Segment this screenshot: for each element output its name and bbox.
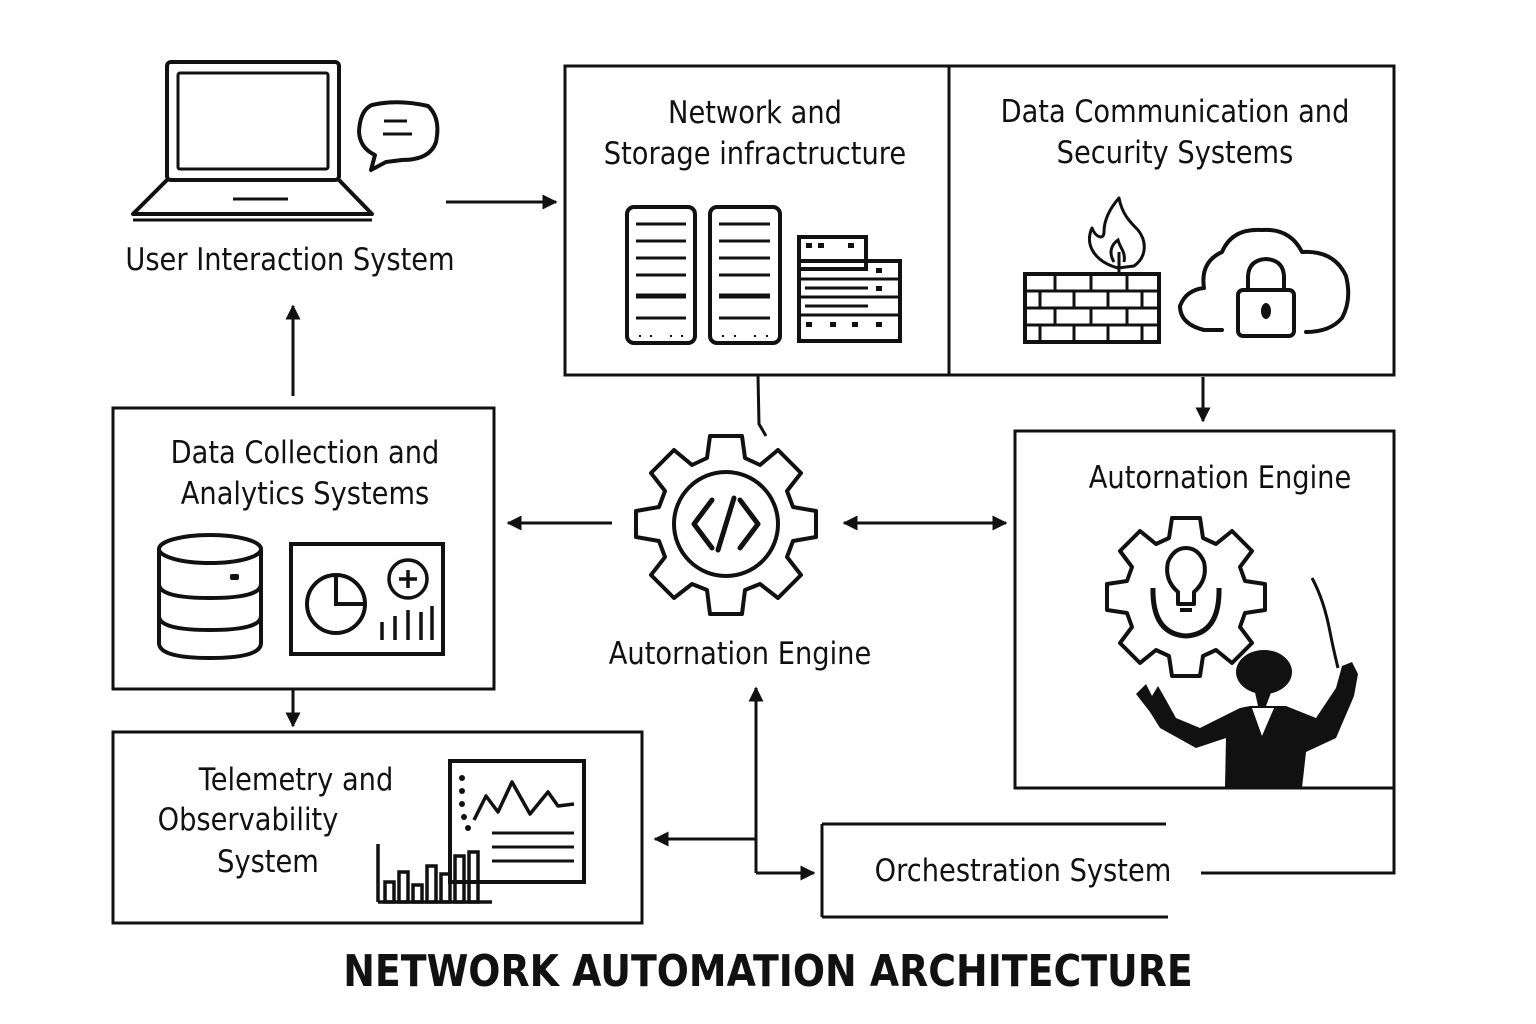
data-comm-security-label: Data Communication and Security Systems: [977, 92, 1373, 174]
server-tower-icon: [625, 205, 697, 345]
data-collection-label: Data Collection and Analytics Systems: [129, 433, 481, 515]
automation-engine-right-title: Autornation Engine: [1088, 460, 1352, 496]
network-storage-line2: Storage infractructure: [603, 136, 907, 172]
bar-chart-icon: [376, 844, 492, 904]
orchestration-title: Orchestration System: [874, 853, 1172, 889]
data-comm-security-box: [947, 64, 1396, 377]
data-collection-box: [111, 406, 496, 691]
automation-engine-right-box: [1013, 429, 1396, 790]
telemetry-box: [111, 730, 644, 925]
conductor-icon: [1136, 577, 1358, 788]
data-collection-line2: Analytics Systems: [180, 476, 430, 512]
automation-engine-center-label: Autornation Engine: [582, 634, 899, 675]
data-comm-security-line1: Data Communication and: [1000, 94, 1350, 130]
user-interaction-label: User Interaction System: [105, 240, 475, 281]
network-storage-label: Network and Storage infractructure: [570, 93, 940, 175]
server-rack-icon: [797, 235, 902, 343]
data-collection-line1: Data Collection and: [170, 435, 440, 471]
server-tower-icon: [708, 205, 782, 345]
network-storage-line1: Network and: [668, 95, 842, 131]
code-gear-icon: [634, 434, 818, 616]
line-chart-icon: [448, 759, 586, 884]
automation-engine-center-title: Autornation Engine: [608, 636, 872, 672]
orchestration-box: [820, 822, 1168, 919]
lightbulb-gear-icon: [1105, 516, 1267, 678]
telemetry-label-line2: Observability: [157, 802, 339, 838]
user-interaction-title: User Interaction System: [125, 242, 455, 278]
laptop-icon: [131, 60, 374, 222]
telemetry-label-line1: Telemetry and: [198, 762, 394, 798]
diagram-title: NETWORK AUTOMATION ARCHITECTURE: [343, 946, 1193, 997]
connector-orchestration-to-engine-right: [1201, 788, 1396, 875]
orchestration-label: Orchestration System: [865, 851, 1182, 892]
connector-network-to-engine: [756, 375, 768, 437]
database-icon: [157, 533, 263, 661]
data-comm-security-line2: Security Systems: [1056, 135, 1294, 171]
chat-bubble-icon: [357, 100, 440, 172]
firewall-icon: [1023, 196, 1161, 344]
cloud-lock-icon: [1178, 227, 1351, 338]
automation-engine-right-label: Autornation Engine: [1062, 458, 1379, 499]
analytics-dashboard-icon: [289, 542, 445, 656]
telemetry-label-line3: System: [217, 844, 319, 880]
